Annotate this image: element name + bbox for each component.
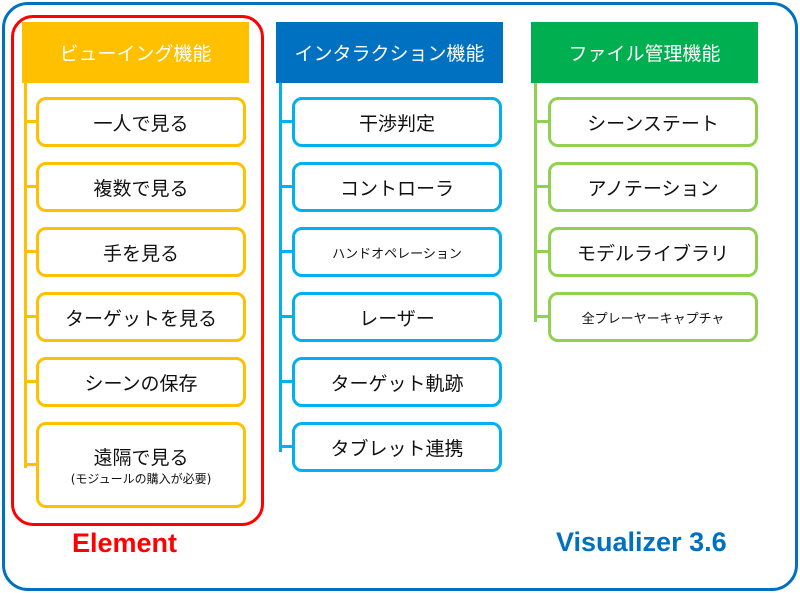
feature-box: シーンの保存 <box>36 357 246 407</box>
feature-label: ターゲットを見る <box>64 307 217 330</box>
feature-box: アノテーション <box>548 162 758 212</box>
feature-note: (モジュールの購入が必要) <box>70 472 212 486</box>
product-label: Visualizer 3.6 <box>556 527 727 557</box>
connector-branch <box>24 120 38 123</box>
feature-box: ハンドオペレーション <box>292 227 502 277</box>
connector-line <box>534 83 537 322</box>
connector-branch <box>24 185 38 188</box>
feature-label: 干渉判定 <box>358 112 435 135</box>
feature-label: ハンドオペレーション <box>332 246 462 262</box>
connector-branch <box>279 120 293 123</box>
feature-box: ターゲットを見る <box>36 292 246 342</box>
connector-branch <box>279 380 293 383</box>
connector-branch <box>279 315 293 318</box>
feature-box: 手を見る <box>36 227 246 277</box>
feature-box: モデルライブラリ <box>548 227 758 277</box>
connector-branch <box>534 250 548 253</box>
feature-box: レーザー <box>292 292 502 342</box>
feature-box: シーンステート <box>548 97 758 147</box>
feature-label: タブレット連携 <box>330 437 464 460</box>
column-header-viewing: ビューイング機能 <box>22 22 249 83</box>
connector-branch <box>279 185 293 188</box>
feature-label: ターゲット軌跡 <box>330 372 464 395</box>
connector-line <box>279 83 282 452</box>
connector-branch <box>279 445 293 448</box>
feature-label: 遠隔で見る <box>93 447 189 469</box>
connector-branch <box>24 250 38 253</box>
feature-label: 全プレーヤーキャプチャ <box>581 311 725 327</box>
connector-branch <box>24 463 38 466</box>
feature-label: レーザー <box>359 307 435 330</box>
column-header-file-management: ファイル管理機能 <box>531 22 758 83</box>
feature-label: モデルライブラリ <box>576 242 729 265</box>
feature-box: 全プレーヤーキャプチャ <box>548 292 758 342</box>
connector-branch <box>24 315 38 318</box>
feature-box: 遠隔で見る (モジュールの購入が必要) <box>36 422 246 508</box>
feature-box: 干渉判定 <box>292 97 502 147</box>
feature-box: コントローラ <box>292 162 502 212</box>
column-header-interaction: インタラクション機能 <box>276 22 503 83</box>
connector-branch <box>534 185 548 188</box>
feature-label: 一人で見る <box>93 112 189 135</box>
element-highlight-box <box>11 15 264 526</box>
connector-branch <box>534 120 548 123</box>
feature-label: アノテーション <box>587 177 719 200</box>
connector-branch <box>279 250 293 253</box>
feature-box: 一人で見る <box>36 97 246 147</box>
feature-label: シーンステート <box>587 112 719 135</box>
feature-box: 複数で見る <box>36 162 246 212</box>
connector-branch <box>24 380 38 383</box>
feature-label: コントローラ <box>339 177 454 200</box>
feature-label: シーンの保存 <box>84 372 198 395</box>
element-label: Element <box>72 528 178 558</box>
connector-line <box>24 83 27 468</box>
feature-box: タブレット連携 <box>292 422 502 472</box>
connector-branch <box>534 315 548 318</box>
feature-label: 手を見る <box>102 242 179 265</box>
feature-label: 複数で見る <box>93 177 189 200</box>
feature-box: ターゲット軌跡 <box>292 357 502 407</box>
